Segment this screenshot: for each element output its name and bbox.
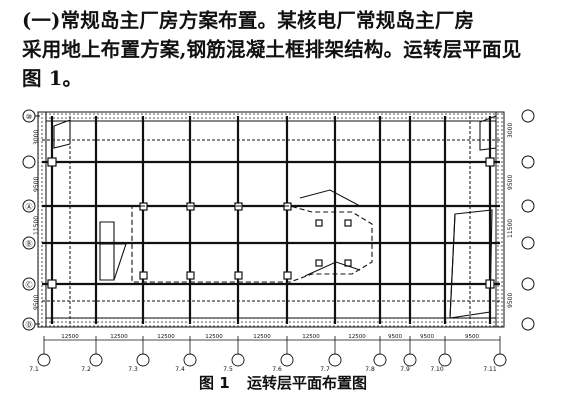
bottom-axis-8: 7.8 — [365, 366, 375, 373]
left-axis-5: Ⓒ — [26, 281, 33, 289]
left-dim-3: 11500 — [33, 216, 40, 235]
figure-number: 图 1 — [199, 374, 230, 392]
bottom-dim-9: 9500 — [420, 334, 434, 340]
bottom-dim-6: 12500 — [302, 334, 320, 340]
bottom-dim-5: 12500 — [253, 334, 271, 340]
left-dim-2: 9500 — [33, 177, 40, 192]
body-paragraph: (一)常规岛主厂房方案布置。某核电厂常规岛主厂房 采用地上布置方案,钢筋混凝土框… — [22, 6, 558, 93]
right-dim-1: 3000 — [507, 123, 514, 138]
left-axis-4: Ⓑ — [26, 240, 33, 248]
left-dimensions: 3000 9500 11500 9500 — [33, 130, 40, 310]
bottom-dim-3: 12500 — [157, 334, 175, 340]
bottom-axis-2: 7.2 — [81, 366, 91, 373]
bottom-dim-2: 12500 — [110, 334, 128, 340]
bottom-dim-7: 12500 — [348, 334, 366, 340]
figure-caption: 图 1 运转层平面布置图 — [0, 372, 566, 393]
columns — [47, 157, 495, 289]
bottom-dim-8: 9500 — [388, 334, 402, 340]
right-dimensions: 3000 9500 11500 9500 — [507, 123, 514, 308]
bottom-dim-10: 9500 — [465, 334, 479, 340]
left-axis-labels — [22, 109, 40, 331]
structural-grid — [42, 116, 500, 324]
right-dim-3: 11500 — [507, 219, 514, 238]
paragraph-line-1: (一)常规岛主厂房方案布置。某核电厂常规岛主厂房 — [22, 9, 475, 32]
left-axis-1: ⑩ — [26, 113, 32, 121]
bottom-axis-4: 7.4 — [175, 366, 185, 373]
bottom-dim-4: 12500 — [205, 334, 223, 340]
paragraph-line-2: 采用地上布置方案,钢筋混凝土框排架结构。运转层平面见 — [22, 38, 522, 61]
bottom-axis-7: 7.7 — [320, 366, 330, 373]
outer-wall — [37, 111, 505, 328]
bottom-axis-1: 7.1 — [29, 366, 39, 373]
bottom-axis-3: 7.3 — [128, 366, 138, 373]
bottom-axis-labels — [37, 344, 507, 367]
left-dim-1: 3000 — [33, 130, 40, 145]
paragraph-line-3: 图 1。 — [22, 67, 83, 90]
right-dim-4: 9500 — [507, 293, 514, 308]
bottom-axis-9: 7.9 — [400, 366, 410, 373]
bottom-dim-1: 12500 — [61, 334, 79, 340]
right-axis-labels — [521, 109, 535, 331]
bottom-axis-11: 7.11 — [483, 366, 497, 373]
left-dim-4: 9500 — [33, 295, 40, 310]
right-dim-2: 9500 — [507, 175, 514, 190]
bottom-axis-5: 7.5 — [223, 366, 233, 373]
bottom-dimensions: 12500 12500 12500 12500 12500 12500 1250… — [61, 334, 479, 340]
figure-title: 运转层平面布置图 — [246, 374, 367, 392]
bottom-axis-6: 7.6 — [272, 366, 282, 373]
left-axis-3: Ⓐ — [26, 203, 33, 211]
bottom-axis-10: 7.10 — [430, 366, 444, 373]
turbine-opening — [131, 205, 373, 283]
left-axis-6: Ⓓ — [26, 321, 33, 329]
equipment-outlines — [53, 115, 497, 319]
